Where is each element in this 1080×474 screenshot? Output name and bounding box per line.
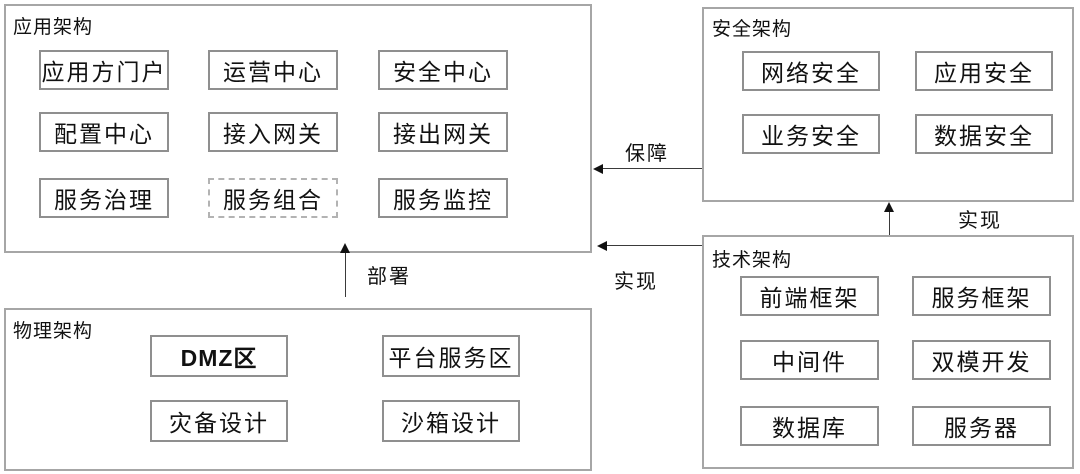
node-middleware: 中间件	[740, 340, 879, 380]
node-service-framework: 服务框架	[912, 276, 1051, 316]
node-disaster-recovery-design: 灾备设计	[150, 400, 288, 442]
node-platform-service-zone: 平台服务区	[382, 335, 520, 377]
section-security-architecture: 安全架构 网络安全 应用安全 业务安全 数据安全	[702, 7, 1074, 202]
node-outbound-gateway: 接出网关	[378, 112, 508, 152]
node-business-security: 业务安全	[742, 114, 880, 154]
section-title-security: 安全架构	[712, 19, 793, 40]
node-database: 数据库	[740, 406, 879, 446]
node-service-monitoring: 服务监控	[378, 178, 508, 218]
arrow-realize-app-label: 实现	[614, 271, 658, 293]
node-security-center: 安全中心	[378, 50, 508, 90]
arrow-deploy-label: 部署	[367, 266, 411, 288]
node-config-center: 配置中心	[39, 112, 169, 152]
node-inbound-gateway: 接入网关	[208, 112, 338, 152]
node-frontend-framework: 前端框架	[740, 276, 879, 316]
node-sandbox-design: 沙箱设计	[382, 400, 520, 442]
node-service-composition: 服务组合	[208, 178, 338, 218]
node-application-security: 应用安全	[915, 51, 1053, 91]
section-physical-architecture: 物理架构 DMZ区 平台服务区 灾备设计 沙箱设计	[4, 308, 592, 471]
arrow-realize-app-head-icon	[597, 241, 607, 251]
arrow-guarantee-line	[602, 168, 702, 169]
section-title-physical: 物理架构	[13, 321, 94, 342]
node-server: 服务器	[912, 406, 1051, 446]
node-data-security: 数据安全	[915, 114, 1053, 154]
arrow-deploy-head-icon	[340, 243, 350, 253]
arrow-deploy-line	[345, 253, 346, 297]
section-title-application: 应用架构	[13, 17, 94, 38]
node-dual-mode-dev: 双模开发	[912, 340, 1051, 380]
node-operation-center: 运营中心	[208, 50, 338, 90]
section-technical-architecture: 技术架构 前端框架 服务框架 中间件 双模开发 数据库 服务器	[702, 235, 1074, 469]
node-dmz-zone: DMZ区	[150, 335, 288, 377]
arrow-guarantee-label: 保障	[625, 143, 669, 165]
section-title-technical: 技术架构	[712, 250, 793, 271]
arrow-realize-security-line	[889, 212, 890, 235]
arrow-realize-security-head-icon	[884, 202, 894, 212]
arrow-guarantee-head-icon	[593, 164, 603, 174]
node-app-portal: 应用方门户	[39, 50, 169, 90]
arrow-realize-security-label: 实现	[958, 210, 1002, 232]
node-network-security: 网络安全	[742, 51, 880, 91]
node-service-governance: 服务治理	[39, 178, 169, 218]
arrow-realize-app-line	[606, 245, 702, 246]
section-application-architecture: 应用架构 应用方门户 运营中心 安全中心 配置中心 接入网关 接出网关 服务治理…	[4, 4, 592, 253]
